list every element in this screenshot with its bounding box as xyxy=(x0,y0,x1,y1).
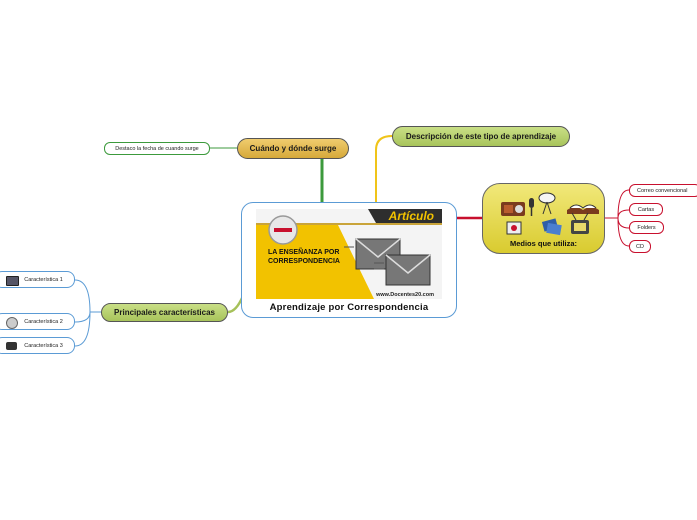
satellite-dish-icon xyxy=(538,192,556,215)
envelope-icon xyxy=(344,238,431,286)
topic-cuando-y-donde[interactable]: Cuándo y dónde surge xyxy=(237,138,349,159)
central-topic[interactable]: Artículo LA ENSEÑANZA POR CORRESPONDENCI… xyxy=(241,202,457,318)
leaf-caracteristica-3-label: Característica 3 xyxy=(24,342,63,349)
banner-heading-line2: CORRESPONDENCIA xyxy=(268,258,340,265)
leaf-caracteristica-1-label: Característica 1 xyxy=(24,276,63,283)
leaf-caracteristica-2[interactable]: Característica 2 xyxy=(0,313,75,330)
link-principales-leaves xyxy=(74,279,101,347)
leaf-folders[interactable]: Folders xyxy=(629,221,664,234)
banner-heading-line1: LA ENSEÑANZA POR xyxy=(268,249,340,256)
leaf-caracteristica-1[interactable]: Característica 1 xyxy=(0,271,75,288)
camera-icon xyxy=(6,342,17,350)
link-descripcion xyxy=(375,135,393,203)
radio-icon xyxy=(501,202,525,216)
topic-medios[interactable]: Medios que utiliza: xyxy=(482,183,605,254)
leaf-caracteristica-2-label: Característica 2 xyxy=(24,318,63,325)
leaf-correo-convencional[interactable]: Correo convencional xyxy=(629,184,697,197)
topic-descripcion[interactable]: Descripción de este tipo de aprendizaje xyxy=(392,126,570,147)
leaf-cartas[interactable]: Cartas xyxy=(629,203,663,216)
banner-tag: Artículo xyxy=(388,209,434,223)
topic-medios-label: Medios que utiliza: xyxy=(509,239,578,248)
leaf-destaco-fecha[interactable]: Destaco la fecha de cuando surge xyxy=(104,142,210,155)
banner-site: www.Docentes20.com xyxy=(376,292,434,298)
media-icons xyxy=(501,192,599,236)
topic-principales[interactable]: Principales características xyxy=(101,303,228,322)
letters-icon xyxy=(541,218,562,236)
television-icon xyxy=(571,212,589,234)
central-title: Aprendizaje por Correspondencia xyxy=(269,302,429,313)
film-icon xyxy=(506,221,522,235)
microphone-icon xyxy=(529,198,534,216)
link-medios-leaves xyxy=(605,189,630,247)
leaf-caracteristica-3[interactable]: Característica 3 xyxy=(0,337,75,354)
article-banner-image: Artículo LA ENSEÑANZA POR CORRESPONDENCI… xyxy=(256,209,442,299)
monitor-icon xyxy=(6,276,19,286)
book-icon xyxy=(567,204,599,214)
leaf-cd[interactable]: CD xyxy=(629,240,651,253)
disc-icon xyxy=(6,317,18,329)
